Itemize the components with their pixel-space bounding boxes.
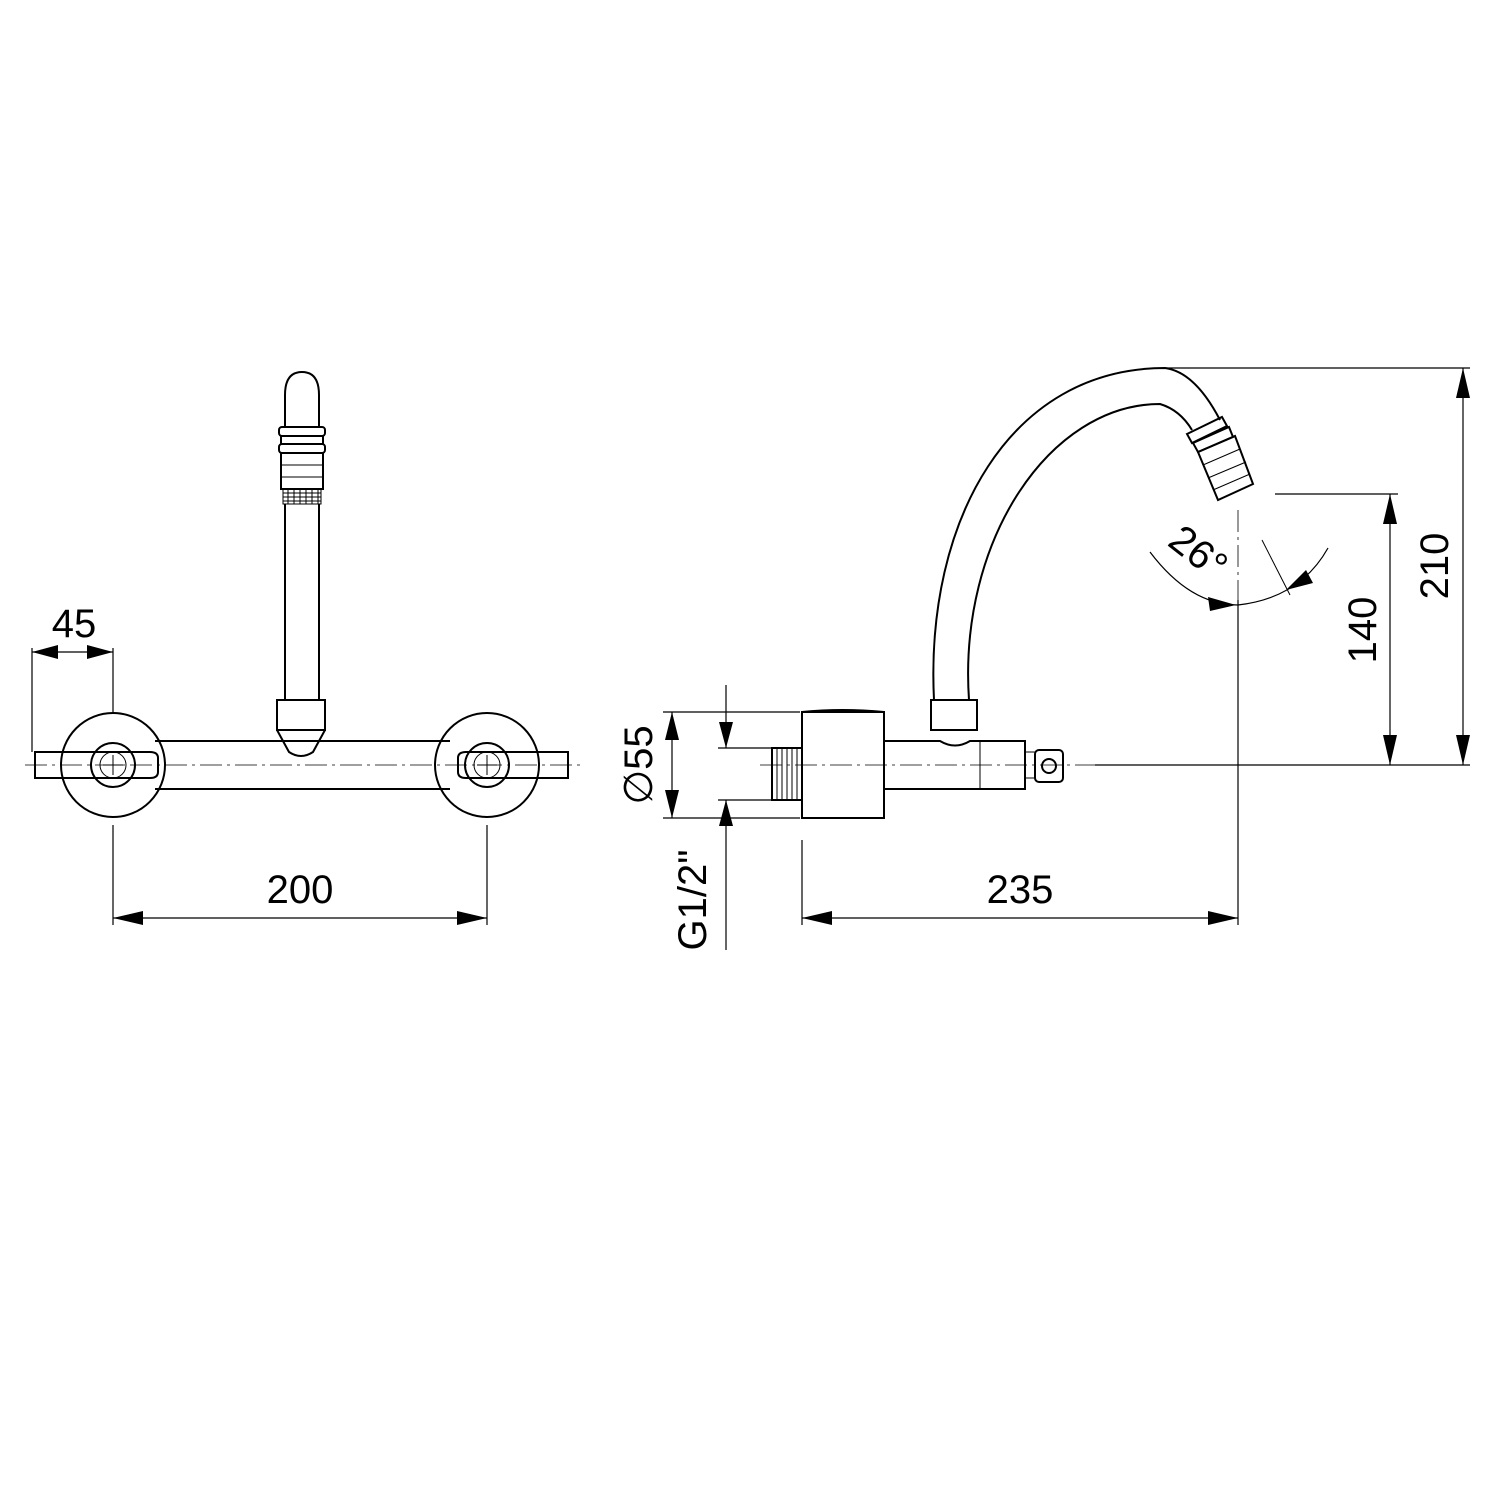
dimension-thread: G1/2"	[671, 685, 775, 950]
side-body	[760, 709, 1240, 819]
dim-total-height-label: 210	[1413, 533, 1457, 600]
dimension-45: 45	[31, 602, 114, 752]
front-view: 45 200	[25, 370, 580, 925]
front-spout	[276, 370, 326, 757]
dimension-angle: 26°	[1149, 510, 1329, 620]
dimension-200: 200	[112, 825, 488, 925]
dimension-210: 210	[1165, 367, 1470, 766]
side-view: ∅55 G1/2" 235 26°	[617, 366, 1470, 950]
dimension-diameter: ∅55	[617, 711, 800, 819]
dim-thread-label: G1/2"	[671, 850, 715, 951]
side-aerator	[1196, 434, 1255, 502]
dim-projection-label: 235	[987, 868, 1054, 912]
dim-width-label: 45	[52, 602, 97, 646]
spout-nut	[1185, 415, 1229, 445]
dim-angle-label: 26°	[1161, 517, 1236, 589]
dim-outlet-height-label: 140	[1341, 597, 1385, 664]
side-spout	[930, 366, 1255, 731]
dimension-140: 140	[1095, 493, 1400, 766]
dim-diameter-label: ∅55	[617, 725, 661, 804]
dim-spacing-label: 200	[267, 868, 334, 912]
dimension-235: 235	[801, 600, 1239, 925]
